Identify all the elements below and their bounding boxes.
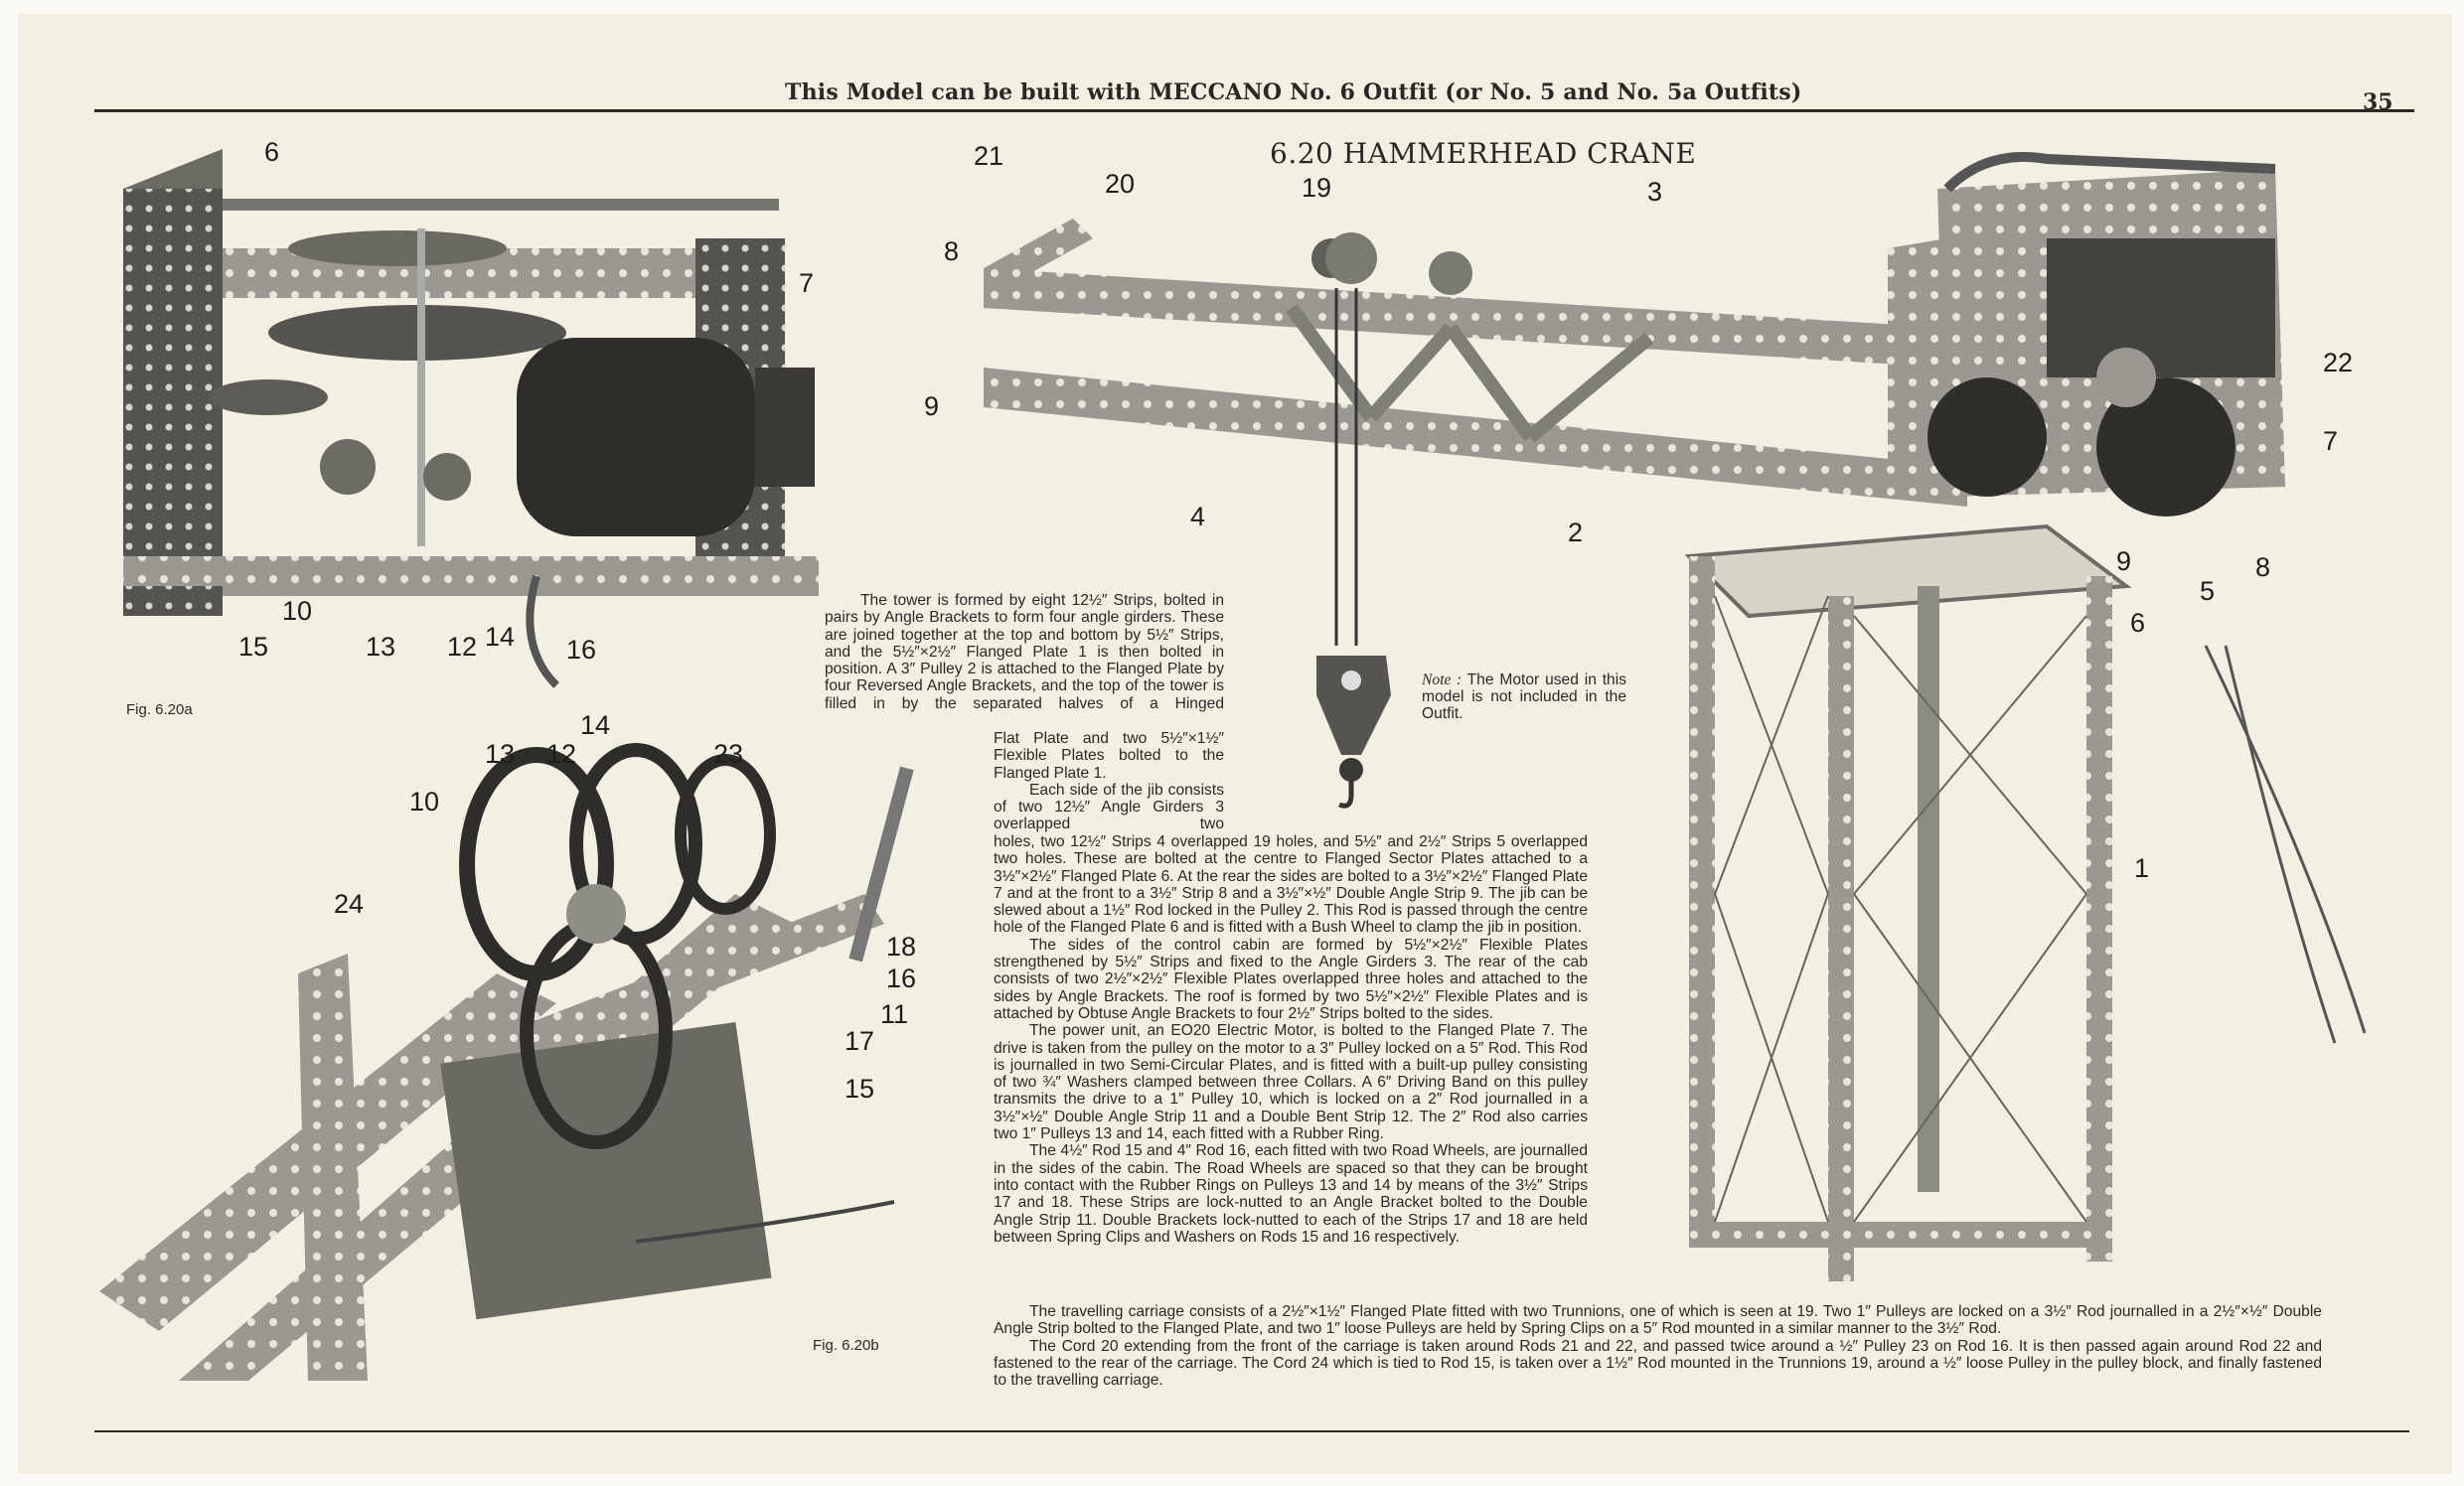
callout-8: 8 (944, 236, 960, 266)
paragraph-jib: Each side of the jib consists of two 12½… (994, 781, 1224, 833)
callout-9b: 9 (2116, 546, 2132, 576)
callout-a-13: 13 (366, 632, 396, 662)
paragraph-rods: The 4½″ Rod 15 and 4″ Rod 16, each fitte… (994, 1142, 1588, 1246)
header-rule (94, 109, 2414, 112)
callout-a-6: 6 (264, 137, 280, 167)
callout-b-14: 14 (580, 710, 611, 740)
callout-b-16: 16 (886, 964, 917, 993)
callout-b-18: 18 (886, 932, 917, 962)
callout-21: 21 (974, 141, 1004, 171)
paragraph-cord: The Cord 20 extending from the front of … (994, 1337, 2322, 1390)
callout-b-11: 11 (880, 999, 909, 1029)
callout-a-7: 7 (799, 268, 815, 298)
callout-6: 6 (2130, 608, 2146, 638)
note-label: Note : (1422, 671, 1463, 688)
callout-b-15: 15 (845, 1074, 875, 1104)
paragraph-tower-cont: Flat Plate and two 5½″×1½″ Flexible Plat… (994, 730, 1224, 782)
callout-a-14: 14 (485, 622, 516, 652)
callout-b-13: 13 (485, 739, 516, 769)
callout-19: 19 (1302, 173, 1332, 203)
text-block-bottom: The travelling carriage consists of a 2½… (994, 1303, 2322, 1389)
callout-b-12: 12 (546, 739, 577, 769)
callout-22: 22 (2323, 348, 2354, 377)
callout-a-15: 15 (238, 632, 269, 662)
callout-2: 2 (1568, 518, 1584, 547)
callout-a-10: 10 (282, 596, 313, 626)
paragraph-carriage: The travelling carriage consists of a 2½… (994, 1303, 2322, 1338)
text-block-narrow: Flat Plate and two 5½″×1½″ Flexible Plat… (994, 730, 1224, 833)
paragraph-tower: The tower is formed by eight 12½″ Strips… (825, 592, 1224, 712)
callout-20: 20 (1105, 169, 1136, 199)
callout-3: 3 (1647, 177, 1663, 207)
callout-a-12: 12 (447, 632, 478, 662)
callout-b-24: 24 (334, 889, 365, 919)
paragraph-power: The power unit, an EO20 Electric Motor, … (994, 1022, 1588, 1143)
callout-a-16: 16 (566, 635, 597, 665)
callout-b-23: 23 (713, 739, 744, 769)
fig-6-20a-gear-illustration (123, 149, 819, 688)
fig-6-20b-cabin-mechanism-illustration (99, 743, 914, 1381)
outfit-header: This Model can be built with MECCANO No.… (785, 79, 1802, 105)
fig-b-caption: Fig. 6.20b (813, 1337, 879, 1354)
callout-8b: 8 (2255, 552, 2271, 582)
paragraph-cabin: The sides of the control cabin are forme… (994, 936, 1588, 1022)
callout-1: 1 (2134, 853, 2150, 883)
callout-4: 4 (1190, 502, 1206, 531)
footer-rule (94, 1430, 2409, 1432)
hammerhead-crane-illustration (984, 152, 2367, 1281)
text-block-main: holes, two 12½″ Strips 4 overlapped 19 h… (994, 833, 1588, 1246)
callout-b-10: 10 (409, 787, 440, 817)
fig-a-caption: Fig. 6.20a (126, 701, 193, 718)
callout-b-17: 17 (845, 1026, 875, 1056)
note-text: The Motor used in this model is not incl… (1422, 671, 1626, 722)
callout-9: 9 (924, 391, 940, 421)
text-block-tower: The tower is formed by eight 12½″ Strips… (825, 592, 1224, 712)
callout-7: 7 (2323, 426, 2339, 456)
motor-note: Note : The Motor used in this model is n… (1422, 671, 1626, 722)
model-title: 6.20 HAMMERHEAD CRANE (1270, 137, 1697, 170)
paragraph-jib-cont: holes, two 12½″ Strips 4 overlapped 19 h… (994, 833, 1588, 937)
callout-5: 5 (2200, 576, 2216, 606)
